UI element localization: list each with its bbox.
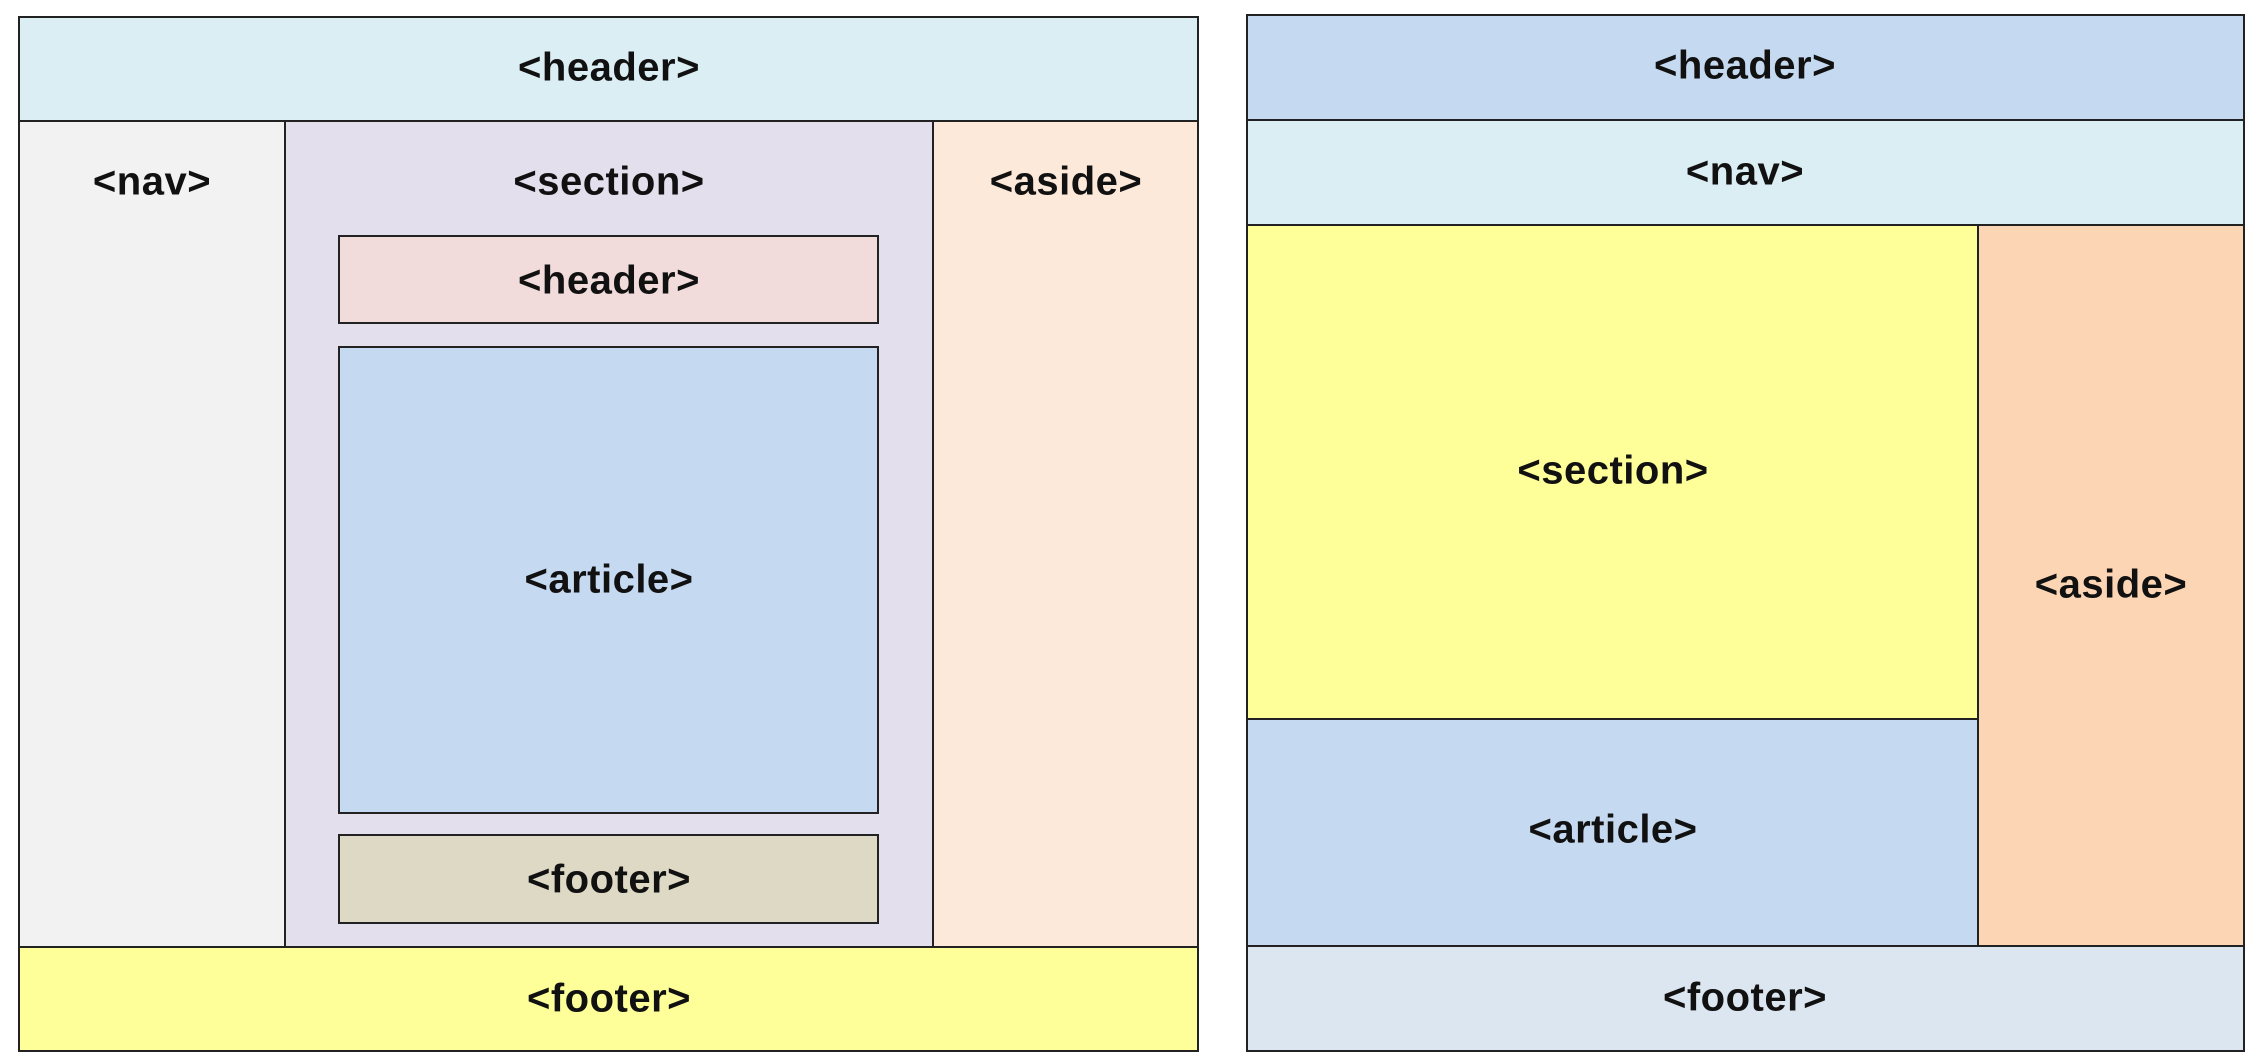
layout-b-aside-box [1977, 224, 2245, 947]
layout-a-section-header-box [338, 235, 879, 324]
layout-b-article-box [1246, 718, 1979, 947]
layout-b-section-box [1246, 224, 1979, 720]
layout-a-section-article-box [338, 346, 879, 814]
layout-b-aside-label: <aside> [2034, 562, 2188, 607]
layout-b-section-label: <section> [1517, 448, 1709, 493]
layout-a-footer-box [18, 946, 1199, 1052]
layout-a-header-label: <header> [518, 45, 700, 90]
layout-b-article-label: <article> [1528, 807, 1698, 852]
layout-a-section-header-label: <header> [518, 258, 700, 303]
layout-b-nav-label: <nav> [1685, 149, 1805, 194]
layout-a-aside-label: <aside> [989, 159, 1143, 204]
layout-a-nav-box [18, 120, 286, 949]
layout-a-section-article-label: <article> [524, 557, 694, 602]
layout-a-nav-label: <nav> [92, 159, 212, 204]
layout-a-section-label: <section> [513, 159, 705, 204]
layout-a-aside-box [932, 120, 1199, 949]
layout-a-section-footer-label: <footer> [526, 857, 692, 902]
layout-a-section-footer-box [338, 834, 879, 924]
layout-b-header-label: <header> [1654, 43, 1836, 88]
layout-b-footer-label: <footer> [1662, 975, 1828, 1020]
layout-a-footer-label: <footer> [526, 976, 692, 1021]
